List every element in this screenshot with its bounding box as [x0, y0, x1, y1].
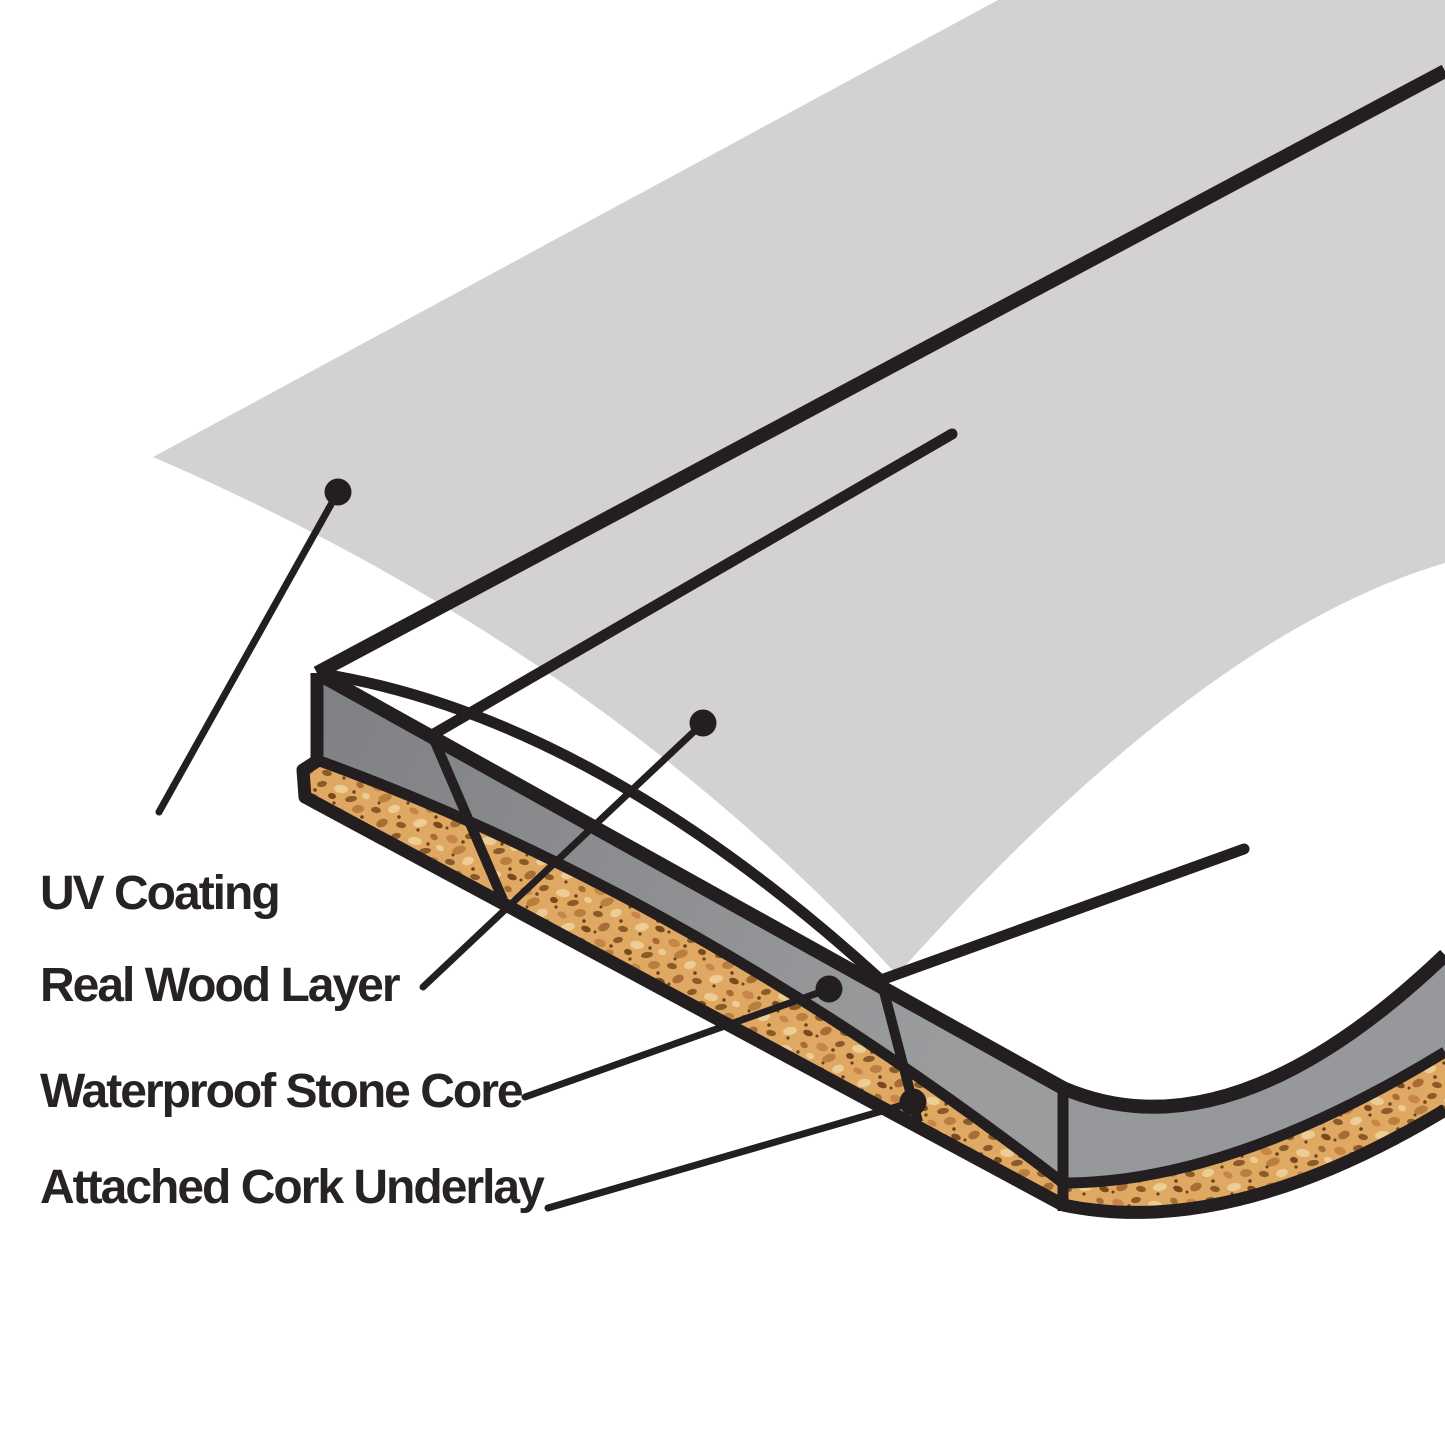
label-attached-cork-underlay: Attached Cork Underlay — [40, 1161, 545, 1214]
cork-underlay-right-band — [1063, 1052, 1445, 1213]
real-wood-leader-line — [419, 719, 707, 991]
cork-bottom-outline-left — [296, 755, 1067, 1211]
cork-underlay-dot — [899, 1088, 927, 1116]
stone-core-leader-line — [521, 985, 833, 1101]
label-uv-coating: UV Coating — [40, 867, 281, 920]
cork-underlay-leader-line — [544, 1098, 917, 1212]
stone-core-dot — [815, 975, 843, 1003]
uv-coating-leader-line — [155, 488, 342, 816]
plank-top-left-edge — [313, 64, 1445, 680]
cork-bottom-outline-right — [1061, 1104, 1445, 1219]
plank-seam-line-3 — [316, 667, 885, 985]
plank-front-right-edge — [1060, 949, 1445, 1114]
plank-front-left-edge — [313, 666, 1067, 1095]
uv-coating-dot — [324, 478, 352, 506]
label-real-wood-layer: Real Wood Layer — [40, 959, 401, 1012]
plank-seam-line-1 — [426, 428, 958, 741]
plank-seam-line-2 — [875, 843, 1250, 986]
stone-cork-separator-right — [1062, 1047, 1445, 1189]
stone-core-right-face — [1063, 955, 1445, 1183]
real-wood-dot — [689, 709, 717, 737]
leader-lines — [155, 478, 927, 1212]
stone-cork-separator-left — [315, 754, 1067, 1188]
label-waterproof-stone-core: Waterproof Stone Core — [40, 1065, 524, 1118]
plank-linework — [296, 64, 1445, 1219]
